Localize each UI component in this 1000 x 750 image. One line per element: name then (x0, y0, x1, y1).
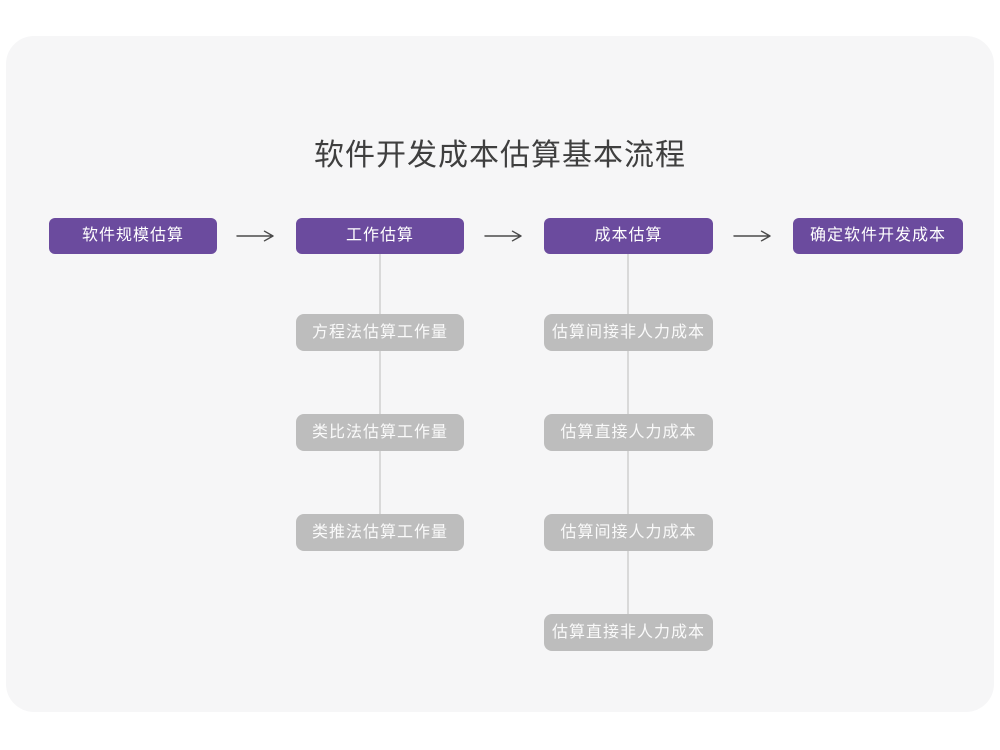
stage-node-determine-development-cost: 确定软件开发成本 (793, 218, 963, 254)
substep-node-direct-non-labor-cost: 估算直接非人力成本 (544, 614, 713, 651)
diagram-card: 软件开发成本估算基本流程 软件规模估算 工作估算 成本估算 确定软件开发成本 方… (6, 36, 994, 712)
stage-node-software-scale-estimation: 软件规模估算 (49, 218, 217, 254)
right-arrow-icon (236, 229, 276, 243)
substep-node-indirect-labor-cost: 估算间接人力成本 (544, 514, 713, 551)
right-arrow-icon (484, 229, 524, 243)
stage-node-work-estimation: 工作估算 (296, 218, 464, 254)
connector-line-work-estimation (379, 254, 381, 526)
substep-node-equation-method: 方程法估算工作量 (296, 314, 464, 351)
substep-node-direct-labor-cost: 估算直接人力成本 (544, 414, 713, 451)
substep-node-analogy-method: 类比法估算工作量 (296, 414, 464, 451)
stage-node-cost-estimation: 成本估算 (544, 218, 713, 254)
right-arrow-icon (733, 229, 773, 243)
substep-node-extrapolation-method: 类推法估算工作量 (296, 514, 464, 551)
substep-node-indirect-non-labor-cost: 估算间接非人力成本 (544, 314, 713, 351)
diagram-title: 软件开发成本估算基本流程 (314, 139, 686, 172)
